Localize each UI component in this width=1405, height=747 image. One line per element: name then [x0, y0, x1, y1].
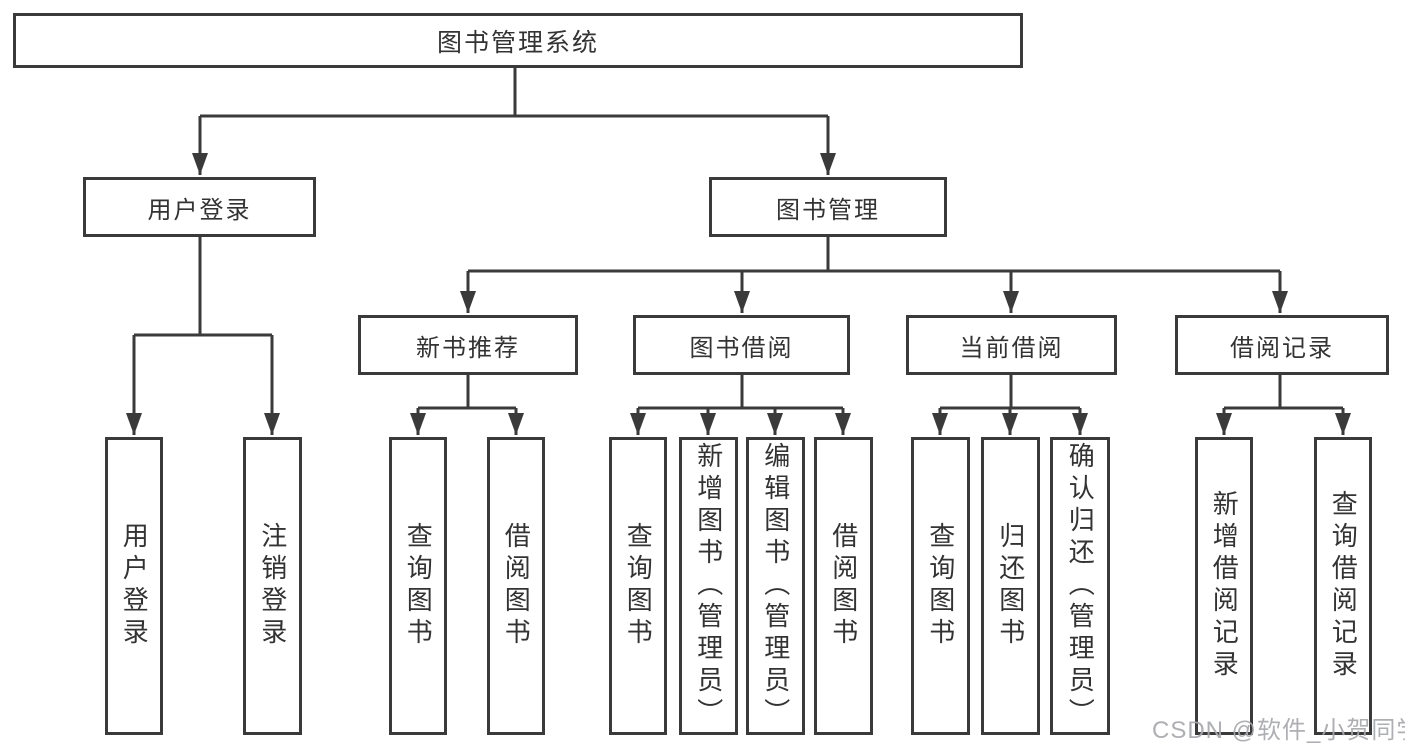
leaf-label: 编辑图书（管理员）: [760, 442, 791, 730]
node-root: 图书管理系统: [13, 13, 1023, 68]
leaf-label: 确认归还（管理员）: [1065, 442, 1096, 730]
leaf-label: 查询图书: [623, 522, 654, 650]
node-leaf-confirm-return-admin: 确认归还（管理员）: [1050, 437, 1110, 735]
leaf-label: 查询图书: [925, 522, 956, 650]
node-leaf-add-borrow-record: 新增借阅记录: [1195, 437, 1253, 735]
leaf-label: 借阅图书: [501, 522, 532, 650]
leaf-label: 新增借阅记录: [1209, 490, 1240, 682]
leaf-label: 用户登录: [119, 522, 150, 650]
node-leaf-user-login: 用户登录: [105, 437, 163, 735]
leaf-label: 注销登录: [257, 522, 288, 650]
node-new-book-recommend: 新书推荐: [358, 315, 578, 375]
node-leaf-edit-book-admin: 编辑图书（管理员）: [746, 437, 805, 735]
node-borrow-records: 借阅记录: [1175, 315, 1389, 375]
node-leaf-borrow-books-2: 借阅图书: [814, 437, 873, 735]
node-leaf-borrow-books-recommend: 借阅图书: [487, 437, 545, 735]
node-current-borrow: 当前借阅: [906, 315, 1117, 375]
node-leaf-return-book: 归还图书: [981, 437, 1040, 735]
node-leaf-query-books-recommend: 查询图书: [389, 437, 447, 735]
node-leaf-add-book-admin: 新增图书（管理员）: [679, 437, 738, 735]
node-user-login: 用户登录: [83, 177, 316, 237]
leaf-label: 归还图书: [995, 522, 1026, 650]
csdn-watermark: CSDN @软件_小贺同学: [1152, 717, 1405, 744]
node-leaf-query-books-borrow: 查询图书: [609, 437, 667, 735]
node-book-management: 图书管理: [709, 177, 947, 237]
node-book-borrow: 图书借阅: [633, 315, 850, 375]
node-leaf-query-books-current: 查询图书: [911, 437, 970, 735]
node-leaf-logout: 注销登录: [243, 437, 302, 735]
leaf-label: 新增图书（管理员）: [693, 442, 724, 730]
leaf-label: 查询借阅记录: [1328, 490, 1359, 682]
leaf-label: 查询图书: [403, 522, 434, 650]
leaf-label: 借阅图书: [828, 522, 859, 650]
node-leaf-query-borrow-record: 查询借阅记录: [1314, 437, 1372, 735]
